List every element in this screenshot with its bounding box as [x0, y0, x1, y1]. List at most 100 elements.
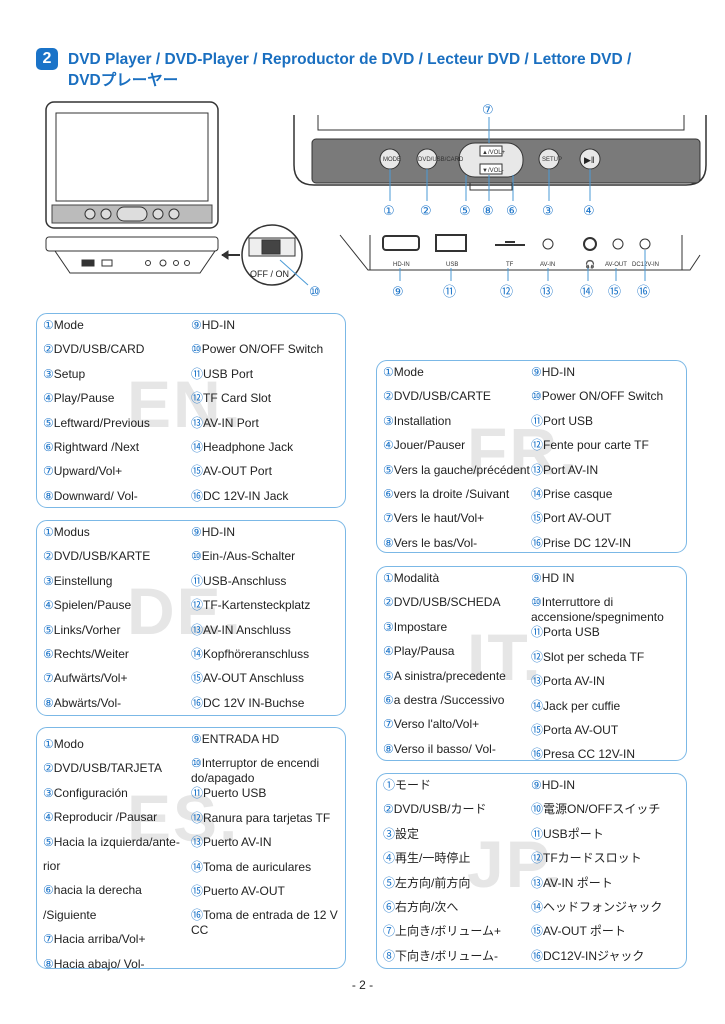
title-line-1: DVD Player / DVD-Player / Reproductor de…: [68, 51, 632, 68]
callout-number: ⑮: [191, 883, 204, 898]
callout-number: ③: [43, 785, 54, 800]
callout-number: ④: [383, 438, 394, 453]
legend-item: ⑮Porta AV-OUT: [531, 723, 664, 747]
button-panel-view: [293, 115, 707, 191]
legend-label: Hacia arriba/Vol+: [53, 932, 146, 947]
legend-label: Leftward/Previous: [53, 415, 150, 430]
legend-item: ⑮AV-OUT Anschluss: [191, 671, 310, 695]
legend-item: ⑪USB-Anschluss: [191, 574, 310, 598]
callout-number: ⑥: [383, 899, 396, 914]
legend-label: Power ON/OFF Switch: [201, 342, 324, 357]
legend-item: ⑯DC 12V-IN Jack: [191, 489, 323, 513]
legend-label: AV-IN Port: [203, 415, 259, 430]
legend-label: Ein-/Aus-Schalter: [201, 549, 296, 564]
legend-item: ⑪Puerto USB: [191, 786, 338, 810]
legend-item: ⑨HD-IN: [191, 525, 310, 549]
callout-number: ⑧: [43, 695, 54, 710]
callout-4: ④: [583, 204, 595, 219]
legend-label: Porta USB: [543, 625, 600, 640]
callout-number: ⑯: [531, 747, 544, 762]
callout-number: ⑤: [43, 622, 54, 637]
callout-number: ⑧: [43, 956, 54, 971]
legend-item: ⑪USB Port: [191, 367, 323, 391]
language-watermark: EN.: [127, 367, 244, 441]
legend-label: ヘッドフォンジャック: [543, 899, 663, 914]
legend-item: ④Jouer/Pauser: [383, 438, 530, 462]
legend-item: ①モード: [383, 778, 501, 802]
legend-label: Puerto AV-OUT: [203, 883, 285, 898]
legend-label: 上向き/ボリューム+: [395, 924, 501, 939]
legend-label: Hacia abajo/ Vol-: [53, 956, 145, 971]
callout-number: ②: [43, 761, 54, 776]
legend-item: ④再生/一時停止: [383, 851, 501, 875]
legend-label: Downward/ Vol-: [53, 488, 138, 503]
legend-label: Impostare: [393, 619, 448, 634]
legend-label: Puerto AV-IN: [203, 835, 272, 850]
callout-number: ⑬: [531, 462, 544, 477]
legend-item: ⑬Porta AV-IN: [531, 674, 664, 698]
legend-item: ⑨HD-IN: [531, 778, 662, 802]
legend-item: ⑦上向き/ボリューム+: [383, 924, 501, 948]
legend-label: Mode: [53, 318, 84, 332]
power-switch-label: OFF / ON: [250, 269, 289, 279]
legend-item: ④Reproducir /Pausar: [43, 805, 180, 829]
section-number-badge: 2: [36, 48, 58, 70]
legend-item: ⑭Headphone Jack: [191, 440, 323, 464]
callout-number: ⑭: [531, 486, 544, 501]
legend-label: Interruttore di accensione/spegnimento: [531, 595, 664, 625]
legend-item: ⑥a destra /Successivo: [383, 693, 506, 717]
legend-item: ⑮AV-OUT Port: [191, 464, 323, 488]
vol-down-button-label: ▼/VOL-: [482, 168, 504, 174]
legend-label: Setup: [53, 366, 86, 381]
legend-item: ⑬AV-IN Port: [191, 416, 323, 440]
callout-number: ⑫: [531, 438, 544, 453]
callout-number: ⑧: [43, 488, 54, 503]
callout-number: ⑦: [43, 464, 54, 479]
callout-number: ⑥: [43, 646, 54, 661]
legend-label: Toma de entrada de 12 V CC: [191, 908, 338, 938]
legend-label: USB-Anschluss: [203, 573, 287, 588]
callout-number: ⑨: [531, 571, 542, 585]
legend-item: ⑯Prise DC 12V-IN: [531, 536, 663, 560]
legend-label: Links/Vorher: [53, 622, 121, 637]
callout-number: ⑤: [43, 415, 54, 430]
legend-label: Slot per scheda TF: [543, 649, 645, 664]
legend-item: ⑮Port AV-OUT: [531, 511, 663, 535]
callout-12: ⑫: [500, 285, 513, 300]
legend-item: ⑦Vers le haut/Vol+: [383, 511, 530, 535]
callout-number: ⑦: [383, 924, 396, 939]
legend-item: ⑭ヘッドフォンジャック: [531, 900, 662, 924]
front-view: [45, 101, 219, 229]
callout-number: ②: [43, 342, 54, 357]
callout-number: ⑨: [531, 365, 542, 379]
port-label-av-out: AV-OUT: [605, 262, 627, 268]
language-watermark: IT.: [467, 620, 543, 694]
legend-label: HD-IN: [201, 318, 236, 332]
legend-label: Abwärts/Vol-: [53, 695, 122, 710]
callout-number: ④: [383, 851, 396, 866]
legend-item: ⑦Upward/Vol+: [43, 464, 150, 488]
legend-item: ⑯Toma de entrada de 12 V CC: [191, 908, 338, 938]
play-pause-icon: ▶‖: [584, 155, 595, 165]
callout-number: ③: [383, 826, 396, 841]
legend-label: TF-Kartensteckplatz: [203, 598, 311, 613]
callout-number: ⑥: [43, 439, 54, 454]
legend-item: ②DVD/USB/TARJETA: [43, 756, 180, 780]
callout-7: ⑦: [482, 103, 494, 118]
legend-label: Vers la gauche/précédent: [393, 462, 530, 477]
legend-label: Port AV-OUT: [543, 511, 612, 526]
legend-label: Reproducir /Pausar: [53, 810, 158, 825]
legend-item: ⑤Hacia la izquierda/ante- rior: [43, 830, 180, 879]
callout-number: ⑫: [191, 810, 204, 825]
callout-number: ⑧: [383, 948, 396, 963]
legend-label: Vers le bas/Vol-: [393, 535, 478, 550]
language-watermark: DE.: [127, 574, 244, 648]
legend-label: Port AV-IN: [543, 462, 599, 477]
callout-3: ③: [542, 204, 554, 219]
callout-number: ④: [43, 598, 54, 613]
callout-number: ②: [383, 389, 394, 404]
dvd-usb-card-button-label: DVD/USB/CARD: [418, 157, 464, 163]
